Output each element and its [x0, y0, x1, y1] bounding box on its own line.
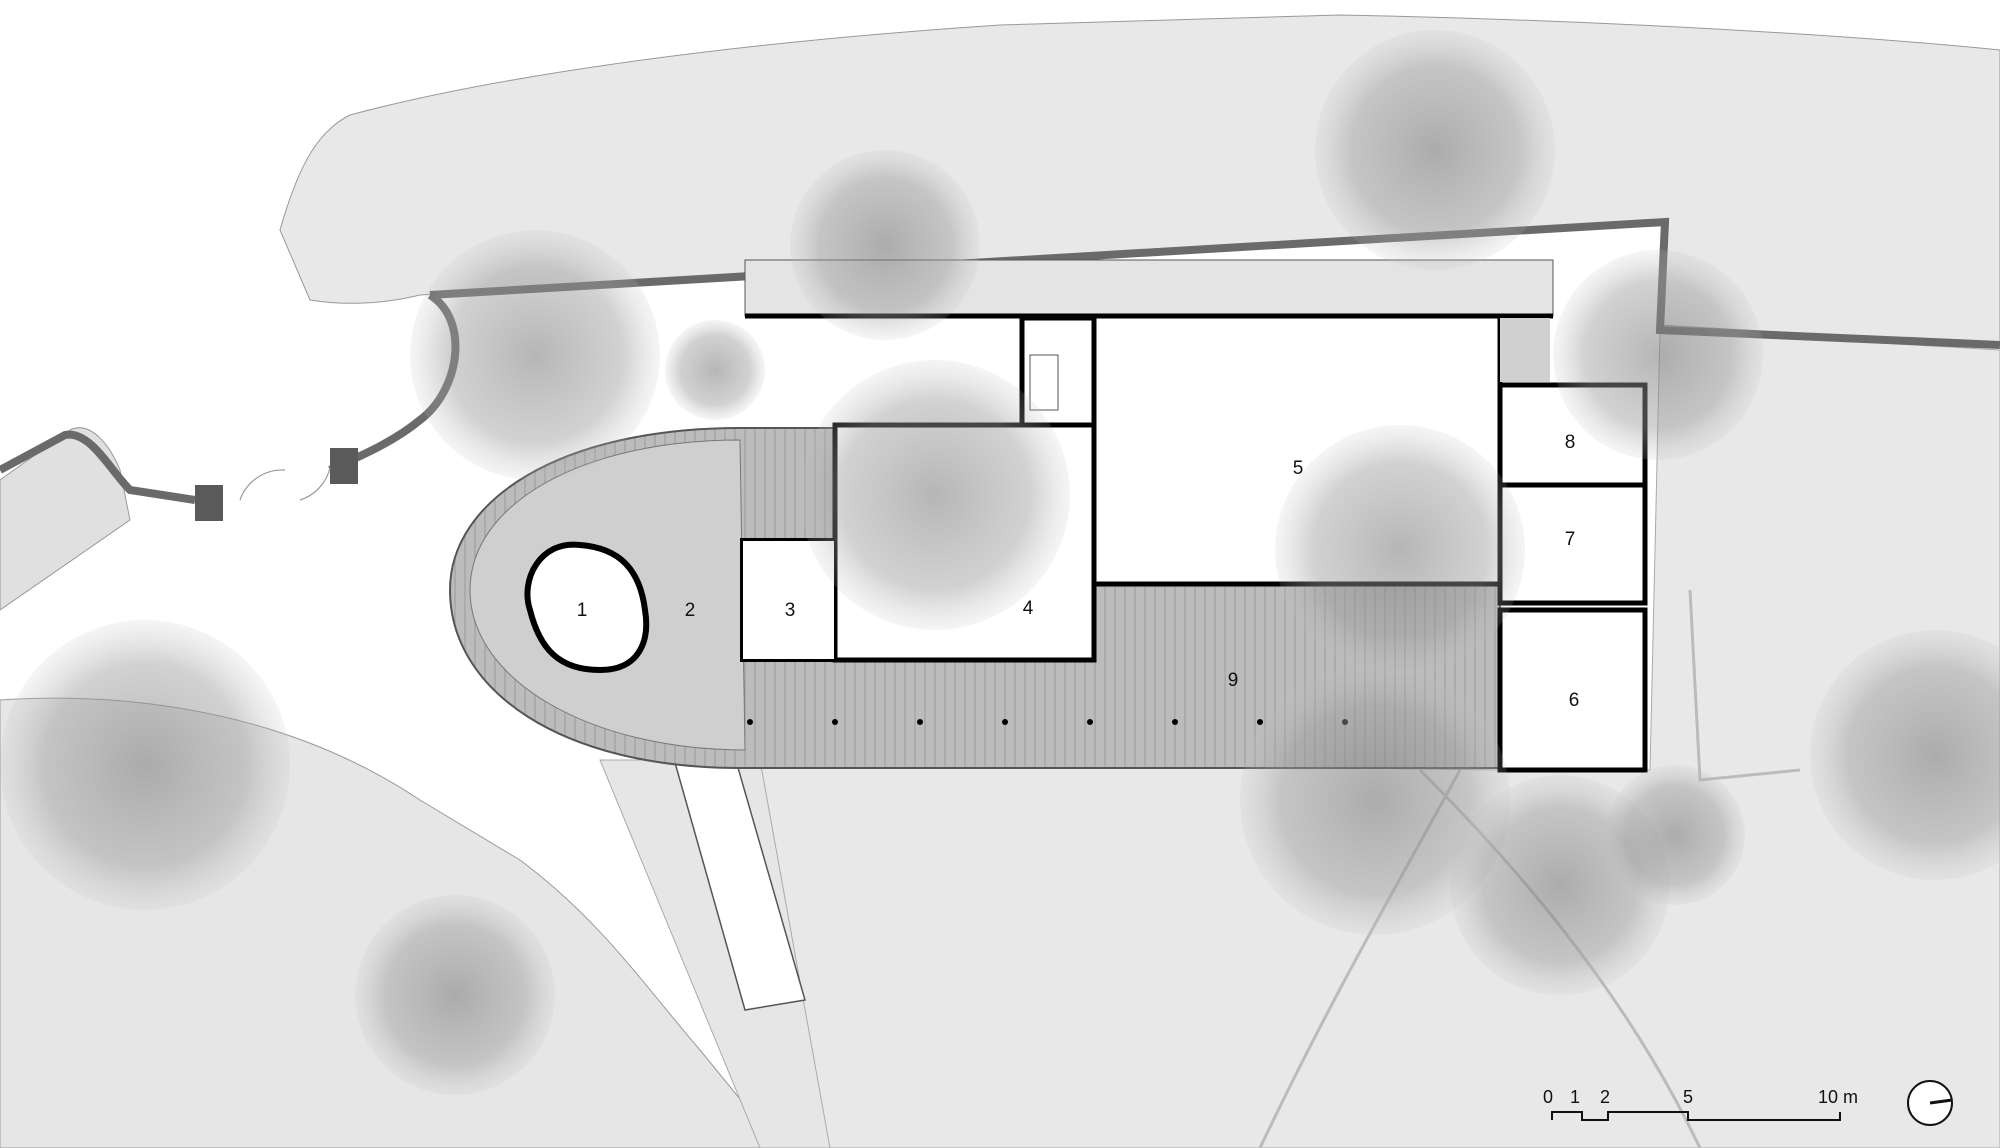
tree-icon: [1240, 665, 1510, 935]
scale-tick-2: 2: [1600, 1087, 1610, 1107]
tree-icon: [1315, 30, 1555, 270]
room-label-6: 6: [1569, 690, 1580, 711]
room-1: [524, 541, 650, 674]
room-label-9: 9: [1228, 670, 1239, 691]
gate-pier: [330, 448, 358, 484]
stairs: [1029, 354, 1059, 411]
scale-tick-10: 10 m: [1818, 1087, 1858, 1107]
gate-pier: [195, 485, 223, 521]
tree-icon: [1605, 765, 1745, 905]
tree-icon: [1810, 630, 2000, 880]
room-label-5: 5: [1293, 458, 1304, 479]
tree-icon: [410, 230, 660, 480]
tree-icon: [790, 150, 980, 340]
room-label-4: 4: [1023, 598, 1034, 619]
tree-icon: [1275, 425, 1525, 675]
tree-icon: [1553, 250, 1763, 460]
scale-tick-5: 5: [1683, 1087, 1693, 1107]
tree-icon: [665, 320, 765, 420]
scale-tick-1: 1: [1570, 1087, 1580, 1107]
room-6: [1497, 607, 1648, 773]
scale-bar: 0 1 2 5 10 m: [1543, 1087, 1858, 1121]
room-label-8: 8: [1565, 432, 1576, 453]
room-label-1: 1: [577, 600, 588, 621]
room-label-2: 2: [685, 600, 696, 621]
upper-lawn: [279, 14, 2000, 346]
tree-icon: [800, 360, 1070, 630]
gate-swing: [299, 467, 331, 501]
tree-icon: [0, 620, 290, 910]
gate-swing: [239, 469, 286, 501]
room-label-3: 3: [785, 600, 796, 621]
tree-icon: [355, 895, 555, 1095]
trees: [0, 30, 2000, 1095]
scale-tick-0: 0: [1543, 1087, 1553, 1107]
room-label-7: 7: [1565, 529, 1576, 550]
columns: [747, 719, 1348, 725]
boundary-wall-left: [0, 430, 196, 504]
service-strip: [1500, 318, 1550, 382]
north-arrow-icon: [1907, 1080, 1953, 1126]
